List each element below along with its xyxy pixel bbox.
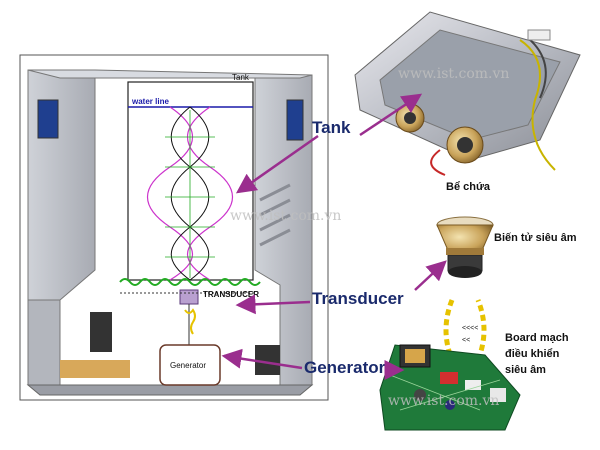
transducer-photo-arrow <box>414 260 447 291</box>
watermark-bottom: www.ist.com.vn <box>388 393 499 409</box>
svg-text:<<: << <box>462 337 470 344</box>
watermark-top: www.ist.com.vn <box>398 66 509 82</box>
board-label-line1: Board mạch <box>505 332 569 344</box>
transducer-component: <<<< << <box>436 216 494 361</box>
svg-text:<<<<: <<<< <box>462 325 478 332</box>
tank-inner-label: Tank <box>232 73 250 82</box>
board-label-line3: siêu âm <box>505 364 546 376</box>
bottom-wave <box>119 278 261 286</box>
be-chua-label: Bể chứa <box>446 181 491 193</box>
cabinet-cutaway <box>19 54 329 401</box>
left-panel-window <box>37 99 59 139</box>
tank-interior <box>127 81 254 281</box>
transducer-inner-label: TRANSDUCER <box>203 290 259 299</box>
generator-inner-label: Generator <box>170 361 206 370</box>
generator-callout-label: Generator <box>304 358 386 377</box>
tank-callout-label: Tank <box>312 118 351 137</box>
watermark-middle: www.ist.com.vn <box>230 208 341 224</box>
tank-callout-arrow <box>235 134 319 194</box>
control-board-photo <box>379 344 521 431</box>
bien-tu-label: Biến tử siêu âm <box>494 232 577 244</box>
transformer-left <box>90 312 112 352</box>
vent-slots <box>259 183 291 247</box>
capacitor-right <box>255 345 280 375</box>
tank-photo-arrow <box>359 93 423 137</box>
right-panel-window <box>286 99 304 141</box>
transducer-callout-label: Transducer <box>312 289 404 308</box>
generator-callout-arrow <box>221 348 303 370</box>
steel-tank-photo <box>354 11 581 176</box>
pcb-left <box>60 360 130 378</box>
transducer-block <box>179 289 199 305</box>
transducer-callout-arrow <box>235 294 311 315</box>
board-label-line2: điều khiển <box>505 348 560 360</box>
generator-box <box>159 344 221 386</box>
water-line-label: water line <box>131 97 169 106</box>
